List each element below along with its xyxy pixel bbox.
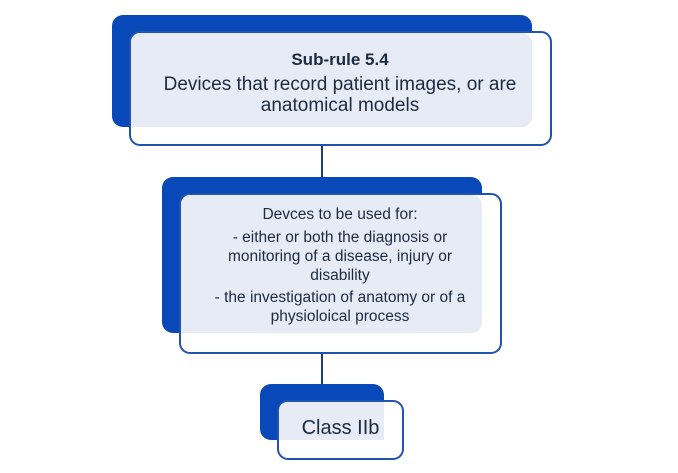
node-1-fill [131,33,532,127]
node-1-text: Devices that record patient images, or a… [163,74,517,116]
connector-1 [321,127,323,178]
connector-2 [321,333,323,385]
node-2-fill [181,195,482,333]
node-2-item-2: - the investigation of anatomy or of a p… [214,289,466,325]
node-2-content: Devces to be used for: - either or both … [185,205,495,333]
node-1-title: Sub-rule 5.4 [291,50,389,69]
node-3-fill [279,402,384,440]
node-3-title: Class IIb [301,416,380,439]
node-2-item-1: - either or both the diagnosis or monito… [227,229,452,284]
node-1-content: Sub-rule 5.4 Devices that record patient… [140,50,540,130]
node-3-content: Class IIb [279,410,402,446]
node-2-title: Devces to be used for: [262,206,418,223]
